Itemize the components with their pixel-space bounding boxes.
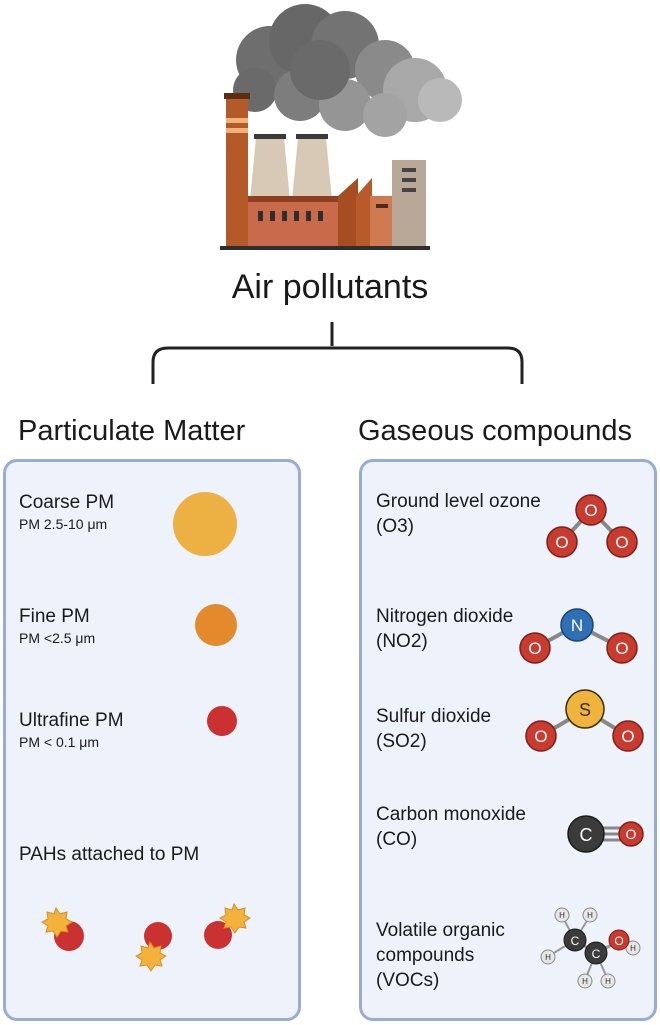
svg-text:O: O [555, 533, 568, 552]
coarse-pm-item: Coarse PM PM 2.5-10 μm [19, 490, 114, 533]
co-label: Carbon monoxide [376, 804, 526, 825]
svg-text:H: H [559, 911, 565, 920]
pah-particle-2 [135, 922, 172, 972]
svg-text:O: O [528, 639, 541, 658]
svg-text:O: O [534, 727, 547, 746]
so2-formula: (SO2) [376, 731, 427, 752]
svg-text:C: C [571, 934, 580, 948]
svg-text:H: H [587, 911, 593, 920]
so2-item: Sulfur dioxide (SO2) [376, 704, 491, 754]
fine-pm-size: PM <2.5 μm [19, 630, 96, 646]
co-molecule: C O [567, 815, 644, 853]
particle-graphics [41, 492, 251, 972]
svg-text:H: H [630, 944, 636, 953]
svg-text:O: O [615, 639, 628, 658]
voc-item: Volatile organic compounds (VOCs) [376, 918, 505, 993]
branch-bracket [151, 322, 524, 384]
voc-label-line1: Volatile organic [376, 920, 505, 941]
pah-particle-1 [41, 906, 84, 951]
svg-text:N: N [571, 616, 583, 635]
gaseous-panel [359, 459, 657, 1021]
coarse-pm-size: PM 2.5-10 μm [19, 516, 108, 532]
svg-text:H: H [545, 953, 551, 962]
co-formula: (CO) [376, 829, 418, 850]
so2-label: Sulfur dioxide [376, 706, 492, 727]
ozone-item: Ground level ozone (O3) [376, 489, 541, 539]
svg-text:O: O [584, 501, 597, 520]
ultrafine-pm-item: Ultrafine PM PM < 0.1 μm [19, 708, 124, 751]
ozone-formula: (O3) [376, 516, 414, 537]
ultrafine-pm-label: Ultrafine PM [19, 710, 124, 731]
svg-text:H: H [605, 977, 611, 986]
voc-molecule: C C O H H H H H H [540, 907, 641, 989]
smoke-cloud [233, 4, 462, 137]
no2-item: Nitrogen dioxide (NO2) [376, 604, 513, 654]
factory-illustration [220, 4, 462, 250]
fine-pm-particle [195, 604, 237, 646]
co-item: Carbon monoxide (CO) [376, 802, 526, 852]
svg-text:H: H [582, 977, 588, 986]
fine-pm-label: Fine PM [19, 606, 90, 627]
svg-text:O: O [614, 934, 623, 948]
svg-text:S: S [579, 700, 591, 720]
coarse-pm-label: Coarse PM [19, 492, 115, 513]
voc-label-line2: compounds [376, 945, 475, 966]
svg-text:O: O [615, 533, 628, 552]
no2-label: Nitrogen dioxide [376, 606, 514, 627]
gaseous-heading: Gaseous compounds [358, 415, 633, 447]
ultrafine-pm-size: PM < 0.1 μm [19, 734, 100, 750]
particulate-heading: Particulate Matter [18, 415, 246, 447]
no2-molecule: N O O [519, 608, 638, 664]
svg-text:O: O [626, 826, 637, 842]
svg-text:C: C [580, 825, 593, 845]
svg-text:C: C [592, 947, 601, 961]
ozone-molecule: O O O [546, 494, 638, 558]
pah-particle-3 [204, 902, 251, 949]
pahs-label: PAHs attached to PM [19, 844, 200, 865]
molecule-graphics: O O O N O O S O O C O [519, 494, 644, 989]
ozone-label: Ground level ozone [376, 491, 541, 512]
svg-text:O: O [621, 727, 634, 746]
ultrafine-pm-particle [207, 706, 237, 736]
factory [220, 93, 430, 250]
voc-formula: (VOCs) [376, 970, 440, 991]
diagram-title: Air pollutants [231, 268, 429, 306]
no2-formula: (NO2) [376, 631, 428, 652]
so2-molecule: S O O [525, 689, 644, 752]
coarse-pm-particle [173, 492, 237, 556]
fine-pm-item: Fine PM PM <2.5 μm [19, 604, 95, 647]
